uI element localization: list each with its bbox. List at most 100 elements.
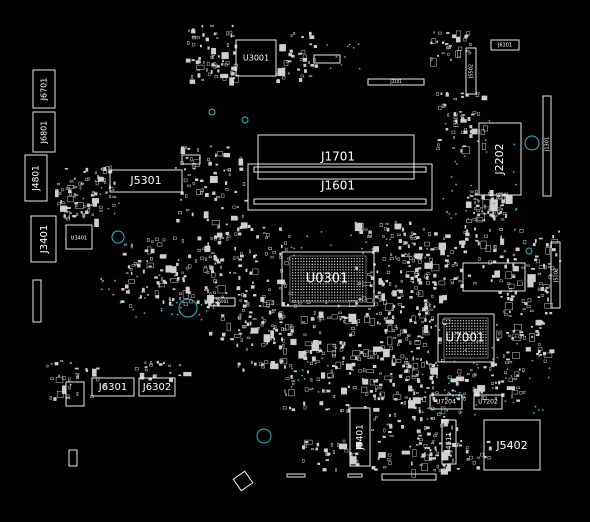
u7204-outline[interactable] — [429, 394, 463, 410]
bga-ball — [303, 283, 305, 285]
bga-ball — [359, 269, 361, 271]
component-pad — [284, 365, 286, 369]
mounting-hole[interactable] — [178, 298, 198, 318]
j6301-outline[interactable] — [91, 377, 135, 397]
component-pad — [233, 256, 236, 260]
via — [547, 376, 550, 379]
small-connector-outline[interactable] — [313, 54, 341, 64]
bga-ball — [303, 258, 305, 260]
j6101-label: J6101 — [497, 43, 512, 49]
bga-ball — [339, 263, 341, 265]
u0301-outline[interactable] — [281, 251, 375, 307]
component-pad — [385, 303, 394, 311]
component-pad — [455, 50, 461, 58]
via — [447, 391, 450, 394]
mounting-hole[interactable] — [208, 108, 216, 116]
bga-ball — [339, 277, 341, 279]
bga-ball — [348, 297, 350, 299]
j5001-outline[interactable] — [210, 297, 236, 307]
component-pad — [476, 466, 481, 470]
component-pad — [512, 253, 516, 257]
bga-ball — [353, 258, 355, 260]
bga-ball — [331, 258, 333, 260]
left-edge-connector-outline[interactable] — [32, 279, 42, 323]
bga-ball — [292, 294, 294, 296]
component-pad — [364, 228, 368, 231]
via — [168, 298, 171, 301]
component-pad — [181, 239, 185, 243]
mounting-hole[interactable] — [525, 247, 533, 255]
bga-ball — [446, 328, 448, 330]
u3401-outline[interactable] — [65, 224, 93, 250]
j5502-outline[interactable] — [465, 47, 477, 95]
bga-ball — [362, 297, 364, 299]
j3101-outline[interactable] — [367, 78, 425, 86]
j4801-outline[interactable] — [24, 154, 48, 202]
j5402-outline[interactable] — [483, 419, 541, 471]
component-pad — [491, 214, 495, 218]
component-pad — [502, 212, 507, 215]
bga-ball — [485, 353, 487, 355]
j1701-outline[interactable] — [257, 134, 415, 180]
j2202-outline[interactable] — [478, 122, 522, 196]
j6701-outline[interactable] — [32, 69, 56, 109]
j5301-outline[interactable] — [109, 169, 183, 193]
j3401-outline[interactable] — [30, 215, 57, 263]
bottom-connector-outline[interactable] — [381, 473, 437, 481]
bga-ball — [448, 345, 451, 347]
mounting-hole[interactable] — [256, 428, 272, 444]
rotated-component-outline[interactable] — [232, 470, 254, 492]
component-pad — [419, 246, 423, 250]
right-edge-connector-outline[interactable] — [542, 95, 552, 197]
j5102-outline[interactable] — [550, 241, 561, 309]
via — [439, 411, 441, 414]
component-pad — [266, 300, 274, 306]
mounting-hole[interactable] — [111, 230, 125, 244]
component-pad — [271, 311, 275, 314]
component-pad — [318, 311, 324, 318]
u3001-outline[interactable] — [235, 39, 277, 77]
mounting-hole[interactable] — [524, 135, 540, 151]
bga-ball — [336, 286, 339, 288]
component-pad — [188, 254, 192, 259]
u7001-outline[interactable] — [437, 313, 495, 363]
j5401-outline[interactable] — [349, 407, 371, 467]
left-bottom-component-outline[interactable] — [68, 449, 78, 467]
component-pad — [421, 453, 426, 458]
component-pad — [411, 315, 416, 322]
j6801-outline[interactable] — [32, 111, 56, 153]
component-pad — [408, 385, 413, 392]
component-pad — [66, 396, 71, 399]
via — [454, 160, 457, 163]
bga-ball — [356, 269, 358, 271]
via — [515, 183, 517, 186]
j4511-outline[interactable] — [441, 419, 457, 465]
bga-ball — [474, 342, 476, 344]
component-pad — [158, 363, 163, 366]
bga-ball — [297, 258, 299, 260]
bga-ball — [322, 288, 325, 291]
u7202-outline[interactable] — [473, 394, 503, 410]
j1601-outline[interactable] — [247, 163, 433, 211]
j6101-outline[interactable] — [490, 39, 520, 51]
small-chip-outline[interactable] — [65, 381, 85, 407]
component-pad — [303, 333, 307, 336]
component-pad — [397, 233, 401, 236]
j6302-outline[interactable] — [138, 377, 176, 397]
component-pad — [313, 325, 317, 328]
via — [421, 373, 424, 376]
bga-ball — [306, 260, 308, 263]
component-pad — [204, 245, 211, 253]
small-header-outline[interactable] — [181, 154, 201, 165]
component-pad — [369, 317, 375, 326]
component-pad — [213, 32, 216, 36]
component-pad — [273, 341, 276, 345]
via — [492, 387, 494, 389]
component-pad — [490, 279, 493, 282]
mounting-hole[interactable] — [241, 116, 249, 124]
right-module-outline[interactable] — [462, 262, 526, 292]
bga-ball — [336, 260, 339, 263]
component-pad — [316, 377, 320, 381]
component-pad — [335, 468, 337, 472]
